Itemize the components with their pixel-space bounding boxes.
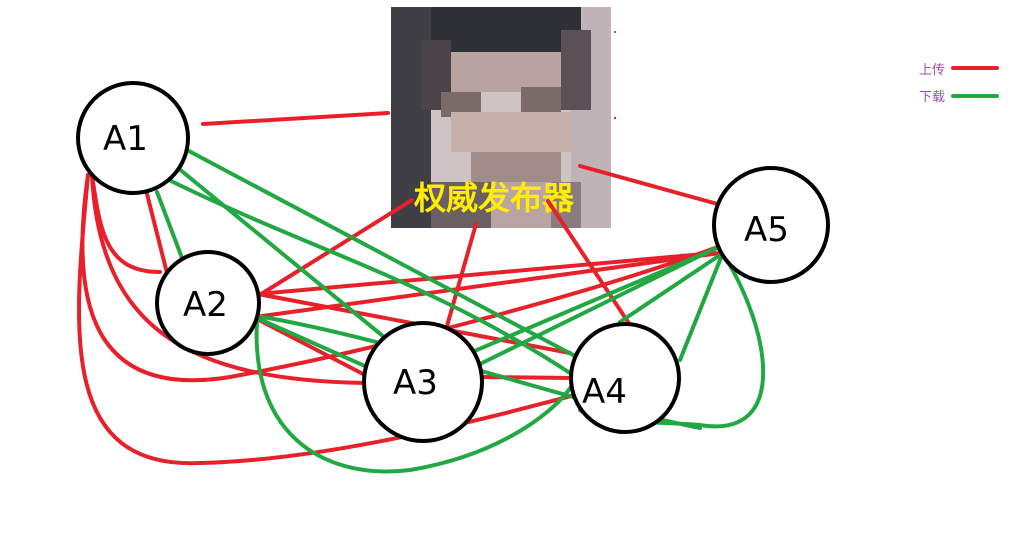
download-edge (163, 176, 578, 379)
upload-edge (253, 316, 367, 377)
upload-edge (256, 251, 717, 296)
node-label: A2 (183, 285, 228, 325)
upload-edge (201, 111, 390, 126)
node-a5: A5 (712, 166, 830, 284)
stray-mark (614, 117, 616, 119)
upload-edge (80, 173, 717, 383)
node-a4: A4 (569, 322, 681, 434)
upload-edge (90, 173, 367, 385)
download-edge (618, 253, 722, 324)
download-edge (255, 316, 387, 377)
download-edge (155, 190, 184, 260)
publisher-image (391, 7, 611, 228)
upload-edge (143, 184, 170, 279)
node-label: A1 (103, 119, 148, 159)
node-a3: A3 (362, 321, 484, 443)
upload-edge (443, 222, 478, 335)
node-label: A4 (582, 372, 627, 412)
stray-mark (614, 31, 616, 33)
download-edge (185, 148, 577, 358)
legend-upload-label: 上传 (919, 63, 945, 78)
upload-edge (478, 375, 574, 380)
publisher-label: 权威发布器 (413, 179, 575, 217)
upload-edge (546, 199, 634, 330)
download-edge (176, 166, 386, 339)
download-edge (478, 245, 720, 366)
upload-edge (253, 251, 722, 319)
download-edge (678, 253, 724, 362)
node-a1: A1 (76, 81, 190, 195)
node-label: A5 (744, 210, 789, 250)
upload-edge (256, 198, 414, 298)
node-label: A3 (393, 363, 438, 403)
legend: 上传 下载 (919, 63, 999, 105)
node-a2: A2 (155, 250, 261, 356)
legend-download-label: 下载 (919, 90, 945, 105)
download-edge (254, 318, 577, 474)
